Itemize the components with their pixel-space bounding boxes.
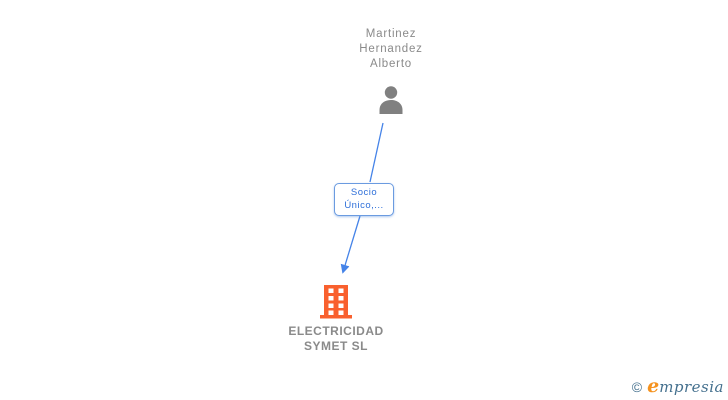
relationship-label[interactable]: Socio Único,... xyxy=(334,183,394,216)
empresia-logo[interactable]: © e mpresia xyxy=(632,375,724,397)
edge-label-to-company xyxy=(340,215,361,274)
person-name-line: Alberto xyxy=(369,58,413,70)
company-node[interactable]: ELECTRICIDAD SYMET SL xyxy=(256,285,416,354)
relationship-label-line: Único,... xyxy=(344,200,384,211)
relationship-label-line: Socio xyxy=(350,187,378,198)
company-name-line: ELECTRICIDAD xyxy=(288,324,384,338)
person-node[interactable]: Martinez Hernandez Alberto xyxy=(320,27,462,114)
person-name-line: Hernandez xyxy=(359,43,423,55)
brand-initial: e xyxy=(647,375,660,397)
edge-person-to-label xyxy=(369,122,384,183)
company-name-line: SYMET SL xyxy=(303,339,368,353)
copyright-icon: © xyxy=(631,379,643,395)
brand-wordmark: mpresia xyxy=(659,378,724,396)
person-icon xyxy=(320,86,462,114)
building-icon xyxy=(256,285,416,319)
person-name-line: Martinez xyxy=(365,28,417,40)
person-name: Martinez Hernandez Alberto xyxy=(320,27,462,72)
company-name: ELECTRICIDAD SYMET SL xyxy=(256,324,416,354)
